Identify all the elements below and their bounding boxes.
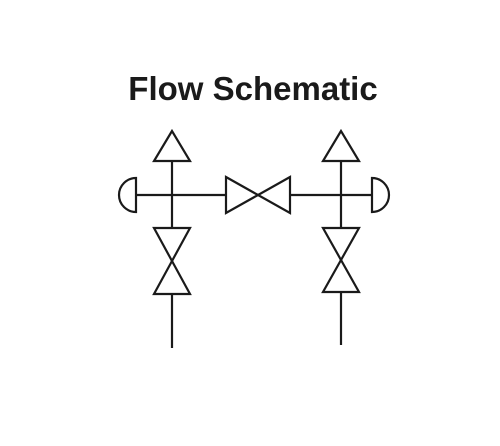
right-isolation-valve-icon xyxy=(321,226,361,294)
diagram-title: Flow Schematic xyxy=(128,70,377,107)
right-upper-arrow-icon xyxy=(321,128,361,163)
left-upper-arrow-icon xyxy=(152,128,192,163)
right-actuator-icon xyxy=(370,176,391,214)
center-gate-valve-icon xyxy=(224,175,292,215)
left-isolation-valve-icon xyxy=(152,226,192,296)
left-actuator-icon xyxy=(117,176,138,214)
